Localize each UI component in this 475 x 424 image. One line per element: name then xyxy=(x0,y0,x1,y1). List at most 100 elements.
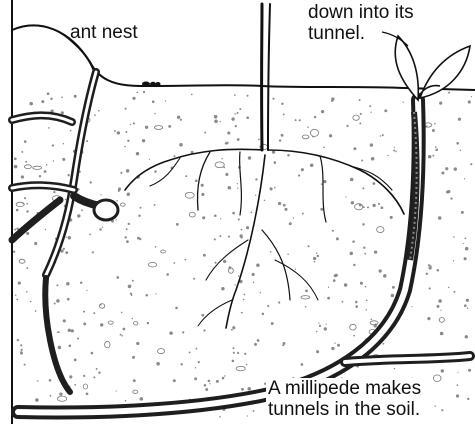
soil-speck xyxy=(351,201,354,204)
soil-pebble xyxy=(105,341,110,348)
soil-speck xyxy=(228,186,231,189)
soil-speck xyxy=(14,165,17,168)
soil-speck xyxy=(49,379,52,382)
soil-speck xyxy=(254,343,257,346)
soil-speck xyxy=(219,235,221,237)
soil-speck xyxy=(26,203,28,205)
soil-speck xyxy=(238,275,239,276)
soil-speck xyxy=(432,155,434,157)
soil-speck xyxy=(241,229,243,231)
soil-speck xyxy=(255,195,256,196)
soil-speck xyxy=(318,322,319,323)
soil-speck xyxy=(270,187,273,190)
soil-speck xyxy=(426,273,428,275)
soil-speck xyxy=(441,409,443,411)
soil-speck xyxy=(244,353,246,355)
soil-speck xyxy=(86,140,88,142)
soil-speck xyxy=(53,160,55,162)
soil-speck xyxy=(274,161,277,164)
soil-speck xyxy=(132,356,135,359)
soil-speck xyxy=(253,282,255,284)
soil-pebble xyxy=(189,212,195,217)
soil-speck xyxy=(364,253,366,255)
soil-speck xyxy=(83,322,86,325)
soil-speck xyxy=(48,127,50,129)
soil-speck xyxy=(235,125,237,127)
soil-pebble xyxy=(99,304,104,309)
soil-speck xyxy=(93,312,95,314)
soil-speck xyxy=(429,287,431,289)
soil-speck xyxy=(359,122,361,124)
soil-speck xyxy=(366,309,367,310)
soil-pebble xyxy=(236,366,245,370)
soil-speck xyxy=(237,352,239,354)
soil-speck xyxy=(279,139,281,141)
soil-speck xyxy=(228,236,230,238)
millipede-caption: A millipede makes tunnels in the soil. xyxy=(266,378,423,420)
soil-speck xyxy=(319,325,321,327)
soil-speck xyxy=(58,331,60,333)
soil-speck xyxy=(89,234,91,236)
soil-speck xyxy=(191,94,193,96)
soil-speck xyxy=(214,238,216,240)
soil-speck xyxy=(458,118,461,121)
soil-speck xyxy=(470,163,472,165)
soil-speck xyxy=(94,114,96,116)
soil-speck xyxy=(314,261,316,263)
soil-speck xyxy=(173,379,176,382)
soil-speck xyxy=(453,260,454,261)
soil-speck xyxy=(448,287,450,289)
soil-pebble xyxy=(16,202,24,206)
soil-speck xyxy=(246,116,249,119)
soil-pebble xyxy=(155,126,163,130)
soil-speck xyxy=(168,125,171,128)
soil-speck xyxy=(441,171,444,174)
soil-speck xyxy=(77,338,79,340)
soil-pebble xyxy=(433,375,441,382)
soil-speck xyxy=(434,123,436,125)
soil-speck xyxy=(133,379,136,382)
soil-speck xyxy=(270,251,272,253)
soil-speck xyxy=(468,100,471,103)
soil-speck xyxy=(225,173,228,176)
soil-speck xyxy=(370,112,371,113)
soil-pebble xyxy=(134,322,138,325)
soil-speck xyxy=(53,191,55,193)
soil-speck xyxy=(125,131,127,133)
tunnel-caption: down into its tunnel. xyxy=(308,2,414,44)
soil-speck xyxy=(346,125,348,127)
soil-speck xyxy=(299,119,301,121)
soil-speck xyxy=(47,92,50,95)
soil-speck xyxy=(336,237,339,240)
soil-speck xyxy=(99,228,102,231)
soil-speck xyxy=(359,99,361,101)
soil-speck xyxy=(81,209,83,211)
soil-speck xyxy=(281,103,283,105)
soil-speck xyxy=(250,212,252,214)
soil-speck xyxy=(185,175,187,177)
soil-speck xyxy=(384,109,387,112)
soil-speck xyxy=(370,318,372,320)
soil-pebble xyxy=(33,166,42,169)
soil-speck xyxy=(411,306,412,307)
soil-speck xyxy=(383,274,387,278)
soil-speck xyxy=(205,388,208,391)
soil-speck xyxy=(232,326,235,329)
soil-speck xyxy=(227,131,230,134)
soil-speck xyxy=(445,167,448,170)
millipede-tunnel xyxy=(18,100,470,412)
soil-speck xyxy=(464,178,465,179)
soil-speck xyxy=(92,251,94,253)
soil-speck xyxy=(116,200,118,202)
soil-speck xyxy=(21,151,23,153)
soil-speck xyxy=(390,216,393,219)
soil-speck xyxy=(453,236,455,238)
soil-speck xyxy=(201,193,204,196)
soil-speck xyxy=(287,154,290,157)
soil-pebble xyxy=(120,203,125,206)
soil-pebble xyxy=(301,296,310,299)
soil-speck xyxy=(302,213,304,215)
soil-pebble xyxy=(439,318,444,323)
soil-speck xyxy=(244,294,246,296)
